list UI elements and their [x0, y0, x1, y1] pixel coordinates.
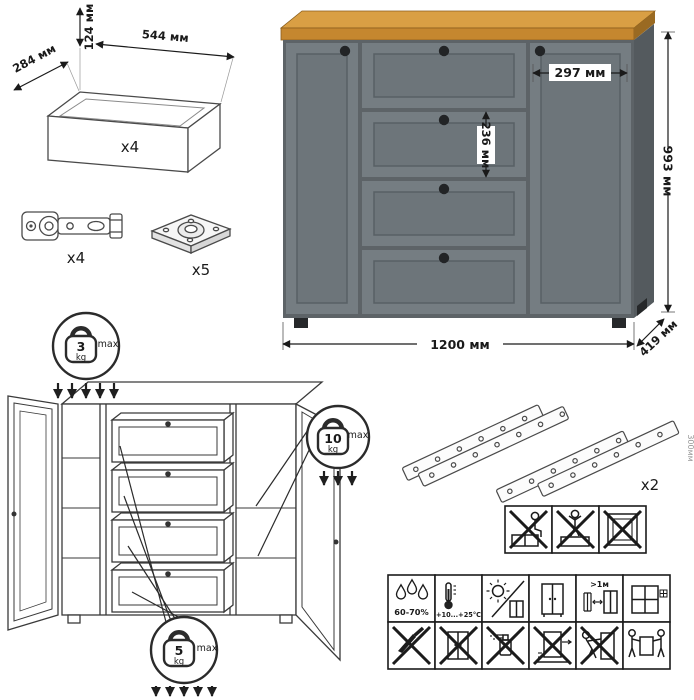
warning-icons-row [504, 505, 647, 554]
load-shelf-value: 10 [324, 431, 342, 446]
down-arrows [53, 383, 119, 399]
open-left-door [7, 395, 59, 631]
load-shelf-unit: kg [328, 445, 338, 455]
down-arrows [319, 471, 357, 486]
open-drawer-4 [110, 561, 235, 614]
load-top-unit: kg [76, 353, 86, 363]
drawer-box-width-label: 544 мм [141, 27, 189, 45]
door-knob [333, 539, 339, 545]
drawer-knob [438, 45, 450, 57]
drawer-knob [438, 252, 450, 264]
load-limit-drawer: 5 kg max [149, 615, 219, 697]
no-sharp-objects-icon [387, 621, 436, 670]
load-limit-top: 3 kg max [51, 311, 121, 399]
load-top-value: 3 [77, 339, 86, 354]
dresser-depth-label: 419 мм [636, 317, 680, 359]
load-drawer-max: max [197, 643, 218, 654]
mount-plate-figure [150, 214, 232, 254]
dresser-right-door [530, 43, 631, 314]
slides-count-label: x2 [641, 476, 659, 494]
load-top-max: max [98, 339, 119, 350]
load-limit-door-shelf: 10 kg max [305, 404, 371, 486]
dresser-foot [612, 318, 626, 328]
no-climbing-icon [551, 505, 600, 554]
temperature-label: +10...+25°C [436, 611, 481, 619]
no-pushing-icon [575, 621, 624, 670]
hinge-figure [21, 211, 123, 241]
drawer-slides-figure [402, 404, 680, 503]
temperature-icon: +10...+25°C [434, 574, 483, 623]
drawer-box-dimensions [13, 7, 235, 103]
dresser-drawer-1 [362, 43, 526, 108]
mount-plate-count-label: x5 [192, 261, 210, 279]
load-pointer-lines [119, 426, 313, 623]
drawer-box-figure [46, 91, 222, 174]
humidity-label: 60-70% [394, 607, 428, 617]
dresser-foot [637, 298, 647, 316]
open-drawer-2 [110, 461, 235, 514]
tilting-window-warning-icon [598, 505, 647, 554]
hinge-count-label: x4 [67, 249, 85, 267]
no-sitting-icon [504, 505, 553, 554]
load-drawer-unit: kg [174, 657, 184, 667]
dresser-height-label: 993 мм [661, 146, 676, 197]
drawer-knob [438, 183, 450, 195]
dresser-drawer-3 [362, 181, 526, 246]
no-aggressive-cleaners-icon [481, 621, 530, 670]
dresser-figure [279, 10, 657, 328]
dresser-drawer-2 [362, 112, 526, 177]
drawer-knob [438, 114, 450, 126]
carry-with-two-people-icon [622, 621, 671, 670]
door-knob [339, 45, 351, 57]
cabinet-icon [528, 574, 577, 623]
open-dresser-figure [7, 381, 341, 662]
drawer-box-height-label: 124 мм [82, 4, 96, 51]
window-ventilation-icon [622, 574, 671, 623]
door-knob [11, 511, 17, 517]
door-width-label: 297 мм [555, 65, 606, 80]
load-drawer-value: 5 [175, 643, 184, 658]
heat-distance-icon: >1м [575, 574, 624, 623]
down-arrows [151, 686, 217, 697]
drawer-box-count-label: x4 [121, 138, 139, 156]
drawer-height-label: 236 мм [479, 122, 493, 169]
open-drawer-3 [110, 511, 235, 564]
heat-distance-label: >1м [590, 580, 609, 589]
load-shelf-max: max [348, 430, 369, 441]
avoid-direct-sunlight-icon [481, 574, 530, 623]
slides-length-label: 300мм [686, 434, 694, 461]
no-dragging-icon [528, 621, 577, 670]
care-icons-grid: 60-70% +10...+25°C [387, 574, 671, 670]
door-knob [534, 45, 546, 57]
dresser-left-door [286, 43, 358, 314]
dresser-foot [294, 318, 308, 328]
dresser-drawer-4 [362, 250, 526, 314]
open-drawer-1 [110, 411, 235, 464]
dresser-dimensions [282, 31, 677, 353]
no-hanging-on-doors-icon [434, 621, 483, 670]
humidity-icon: 60-70% [387, 574, 436, 623]
dresser-width-label: 1200 мм [430, 337, 490, 352]
